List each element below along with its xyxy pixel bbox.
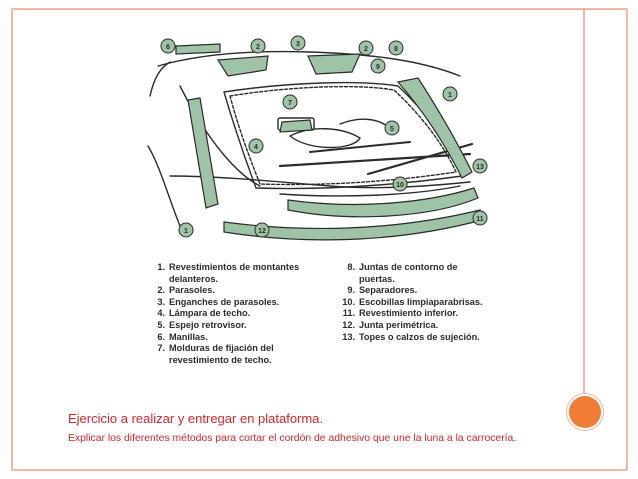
decorative-orange-dot: [569, 396, 601, 428]
legend-item: 6. Manillas.: [152, 332, 327, 344]
legend-item-number: 8.: [347, 262, 355, 272]
callout-8: 8: [388, 40, 404, 56]
callout-7-label: 7: [288, 100, 292, 107]
legend-item-text: Enganches de parasoles.: [169, 296, 280, 307]
a-pillar-trim-left: [187, 97, 219, 209]
a-pillar-trim-right: [396, 77, 473, 179]
lower-trim: [287, 187, 479, 218]
callout-2a-label: 2: [256, 44, 260, 51]
legend-item-number: 12.: [342, 319, 355, 330]
legend-item-number: 7.: [157, 343, 165, 354]
callout-5-label: 5: [390, 126, 394, 133]
callout-3: 3: [290, 35, 306, 51]
callout-1b-label: 1: [448, 92, 452, 99]
task-title: Ejercicio a realizar y entregar en plata…: [68, 411, 324, 426]
legend-column-left: 1. Revestimientos de montantes delanteros…: [152, 262, 327, 366]
slide-right-rule: [583, 8, 585, 404]
legend-item-text: Topes o calzos de sujeción.: [359, 331, 480, 342]
legend-item: 1. Revestimientos de montantes delanteros…: [152, 262, 327, 285]
legend-item-text: Lámpara de techo.: [169, 308, 251, 319]
callout-9: 9: [370, 58, 386, 74]
legend-item-number: 4.: [157, 308, 165, 319]
legend-item: 4. Lámpara de techo.: [152, 308, 327, 320]
legend-item-text: Revestimiento inferior.: [359, 308, 459, 319]
dashboard-top: [169, 175, 471, 189]
legend-item: 8. Juntas de contorno de puertas.: [342, 262, 492, 285]
legend-item-text: Junta perimétrica.: [359, 319, 439, 330]
callout-2a: 2: [250, 38, 266, 54]
callout-4-label: 4: [254, 144, 258, 151]
callout-8-label: 8: [394, 46, 398, 53]
legend-item-text: Parasoles.: [169, 285, 215, 296]
callout-12-label: 12: [258, 228, 266, 235]
legend-item-text: Espejo retrovisor.: [169, 319, 247, 330]
legend-item-number: 1.: [157, 262, 165, 272]
legend-item-text: Manillas.: [169, 331, 208, 342]
legend-item-text: Escobillas limpiaparabrisas.: [359, 296, 483, 307]
wiper-blade-center: [309, 141, 411, 153]
rear-seat-right: [339, 118, 393, 131]
callout-2b-label: 2: [364, 46, 368, 53]
legend-item-number: 5.: [157, 319, 165, 330]
dashboard-lower: [279, 185, 461, 197]
legend-item-text: Separadores.: [359, 285, 418, 296]
roof-lamp: [279, 119, 313, 133]
callout-5: 5: [384, 120, 400, 136]
legend-item: 5. Espejo retrovisor.: [152, 320, 327, 332]
callout-11: 11: [472, 210, 488, 226]
callout-1a: 1: [178, 222, 194, 238]
legend-item: 12. Junta perimétrica.: [342, 320, 492, 332]
legend-column-right: 8. Juntas de contorno de puertas. 9. Separa…: [342, 262, 492, 343]
legend-item-text: Juntas de contorno de puertas.: [359, 262, 458, 284]
legend-item: 9. Separadores.: [342, 285, 492, 297]
callout-13: 13: [472, 158, 488, 174]
task-description: Explicar los diferentes métodos para cor…: [68, 433, 517, 444]
legend-item-number: 9.: [347, 285, 355, 296]
legend-item-number: 6.: [157, 331, 165, 342]
rear-seat-left: [289, 128, 361, 149]
callout-4: 4: [248, 138, 264, 154]
callout-1b: 1: [442, 86, 458, 102]
callout-11-label: 11: [476, 216, 484, 223]
callout-2b: 2: [358, 40, 374, 56]
legend-item-number: 11.: [342, 308, 355, 319]
callout-7: 7: [282, 94, 298, 110]
grab-handle: [175, 43, 221, 55]
callout-9-label: 9: [376, 64, 380, 71]
legend-item: 2. Parasoles.: [152, 285, 327, 297]
legend-item: 11. Revestimiento inferior.: [342, 308, 492, 320]
callout-12: 12: [254, 222, 270, 238]
callout-6-label: 6: [166, 44, 170, 51]
legend-item-text: Revestimientos de montantes delanteros.: [169, 262, 300, 284]
legend-item-number: 2.: [157, 285, 165, 296]
slide-frame: [11, 8, 628, 471]
callout-10: 10: [392, 176, 408, 192]
legend-item: 7. Molduras de fijación del revestimiento…: [152, 343, 327, 366]
callout-6: 6: [160, 38, 176, 54]
legend-item-number: 10.: [342, 296, 355, 307]
callout-1a-label: 1: [184, 228, 188, 235]
perimeter-seal-inner: [229, 85, 457, 186]
callout-10-label: 10: [396, 182, 404, 189]
sun-visor-left: [216, 55, 269, 77]
legend-item-number: 3.: [157, 296, 165, 307]
sun-visor-right: [307, 53, 361, 75]
door-frame-left: [147, 145, 181, 227]
legend-item: 3. Enganches de parasoles.: [152, 297, 327, 309]
legend-item: 10. Escobillas limpiaparabrisas.: [342, 297, 492, 309]
callout-3-label: 3: [296, 41, 300, 48]
legend-item-text: Molduras de fijación del revestimiento d…: [169, 343, 274, 365]
callout-13-label: 13: [476, 164, 484, 171]
legend-item-number: 13.: [342, 331, 355, 342]
roof-line: [157, 50, 461, 77]
car-interior-drawing: 6 2 3 2 8 9 1 7 4 5 13 10 11 1 12: [147, 35, 488, 241]
legend-item: 13. Topes o calzos de sujeción.: [342, 332, 492, 344]
a-pillar-left-edge: [149, 61, 171, 97]
wiper-blade-long: [278, 152, 472, 168]
windshield-diagram: 6 2 3 2 8 9 1 7 4 5 13 10 11 1 12 1. Reve…: [140, 26, 492, 386]
